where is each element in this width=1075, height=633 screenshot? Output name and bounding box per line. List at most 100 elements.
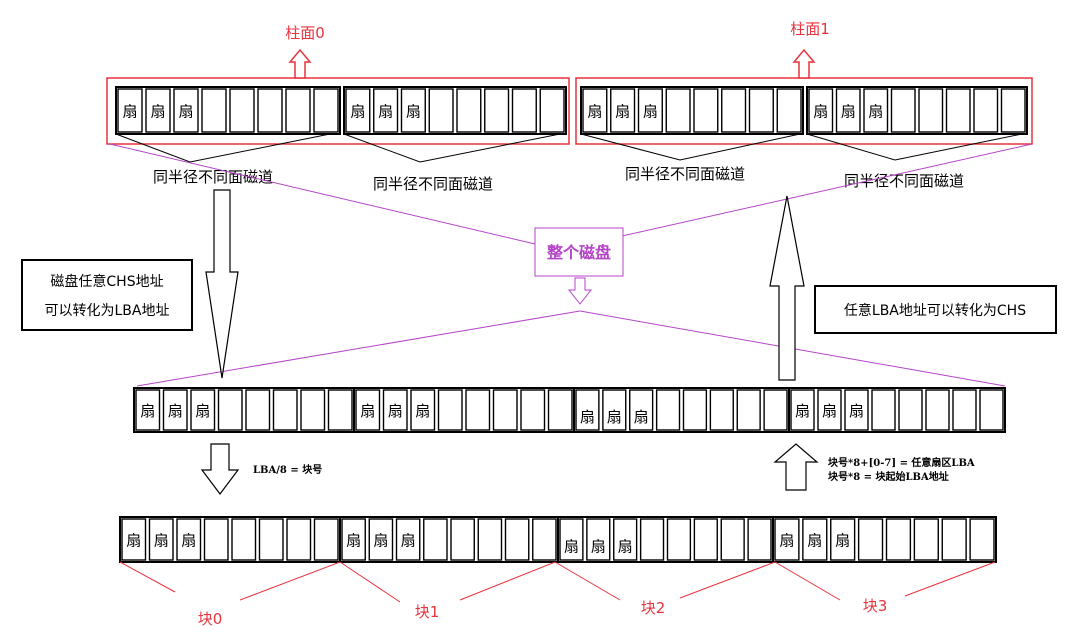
- sector-label: 扇: [126, 532, 141, 550]
- sector-label: 扇: [841, 103, 856, 121]
- sector-cell: [973, 88, 999, 133]
- cylinder-0-label: 柱面0: [285, 24, 325, 42]
- track-label-0: 同半径不同面磁道: [153, 168, 273, 186]
- sector-label: 扇: [195, 402, 210, 420]
- sector-cell: [217, 389, 243, 431]
- sector-cell: [245, 389, 271, 431]
- chs-to-lba-down-arrow: [205, 189, 239, 379]
- sector-cell: [613, 518, 638, 561]
- block-row-segment-3: 扇扇扇: [772, 516, 997, 563]
- sector-cell: [229, 88, 255, 133]
- cylinder-0-up-arrow: [288, 48, 312, 79]
- sector-label: 扇: [587, 103, 602, 121]
- sector-label: 扇: [178, 103, 193, 121]
- sector-cell: [885, 518, 912, 561]
- block-label-0: 块0: [198, 610, 223, 628]
- sector-cell: [313, 518, 339, 561]
- cylinder-0-frame: [106, 77, 570, 145]
- sector-cell: [629, 389, 654, 431]
- sector-cell: [368, 518, 394, 561]
- sector-cell: [148, 518, 174, 561]
- sector-cell: [382, 389, 408, 431]
- sector-cell: [355, 389, 381, 431]
- sector-cell: [863, 88, 889, 133]
- sector-cell: [720, 518, 745, 561]
- sector-label: 扇: [373, 532, 388, 550]
- sector-label: 扇: [813, 103, 828, 121]
- sector-cell: [665, 88, 691, 133]
- sector-cell: [586, 518, 611, 561]
- sector-cell: [666, 518, 692, 561]
- sector-label: 扇: [607, 408, 622, 426]
- track-1-sectors: 扇扇扇: [343, 86, 567, 135]
- sector-cell: [802, 518, 828, 561]
- sector-label: 扇: [140, 402, 155, 420]
- sector-cell: [857, 518, 884, 561]
- sector-cell: [504, 518, 530, 561]
- sector-cell: [918, 88, 944, 133]
- sector-label: 扇: [849, 402, 864, 420]
- sector-label: 扇: [795, 402, 810, 420]
- block-brackets: [119, 561, 996, 603]
- sector-row-frame: [806, 86, 1028, 135]
- sector-cell: [835, 88, 861, 133]
- track-2-sectors: 扇扇扇: [580, 86, 804, 135]
- sector-cell: [693, 518, 718, 561]
- sector-cell: [559, 518, 584, 561]
- sector-cell: [203, 518, 229, 561]
- sector-cell: [492, 389, 518, 431]
- sector-cell: [655, 389, 681, 431]
- sector-row-frame: [772, 516, 997, 563]
- lba-row-segment-3: 扇扇扇: [788, 387, 1006, 433]
- sector-label: 扇: [415, 402, 430, 420]
- sector-cell: [776, 88, 802, 133]
- sector-cell: [300, 389, 326, 431]
- lba-to-chs-box: [814, 285, 1057, 334]
- track-label-2: 同半径不同面磁道: [625, 165, 745, 183]
- sector-label: 扇: [360, 402, 375, 420]
- sector-cell: [774, 518, 800, 561]
- sector-cell: [117, 88, 143, 133]
- sector-cell: [532, 518, 557, 561]
- sector-row-frame: [353, 387, 575, 433]
- sector-label: 扇: [807, 532, 822, 550]
- sector-cell: [790, 389, 815, 431]
- sector-cell: [477, 518, 503, 561]
- sector-cell: [871, 389, 896, 431]
- sector-label: 扇: [564, 538, 579, 556]
- sector-label: 扇: [346, 532, 361, 550]
- sector-label: 扇: [868, 103, 883, 121]
- sector-cell: [373, 88, 399, 133]
- sector-cell: [941, 518, 967, 561]
- sector-cell: [145, 88, 171, 133]
- sector-cell: [890, 88, 916, 133]
- sector-cell: [258, 518, 284, 561]
- sector-cell: [313, 88, 339, 133]
- sector-cell: [969, 518, 995, 561]
- sector-cell: [721, 88, 747, 133]
- sector-cell: [190, 389, 216, 431]
- sector-cell: [520, 389, 546, 431]
- sector-cell: [437, 389, 463, 431]
- sector-cell: [913, 518, 939, 561]
- sector-label: 扇: [580, 408, 595, 426]
- sector-cell: [693, 88, 719, 133]
- sector-cell: [575, 389, 600, 431]
- sector-cell: [173, 88, 199, 133]
- lba-to-block-down-arrow: [200, 443, 240, 495]
- sector-row-frame: [788, 387, 1006, 433]
- sector-cell: [511, 88, 537, 133]
- sector-label: 扇: [350, 103, 365, 121]
- sector-cell: [121, 518, 147, 561]
- sector-label: 扇: [388, 402, 403, 420]
- block-row-segment-2: 扇扇扇: [557, 516, 774, 563]
- sector-label: 扇: [615, 103, 630, 121]
- sector-label: 扇: [618, 538, 633, 556]
- track-3-sectors: 扇扇扇: [806, 86, 1028, 135]
- sector-cell: [610, 88, 636, 133]
- sector-cell: [709, 389, 734, 431]
- track-label-1: 同半径不同面磁道: [373, 175, 493, 193]
- sector-cell: [400, 88, 426, 133]
